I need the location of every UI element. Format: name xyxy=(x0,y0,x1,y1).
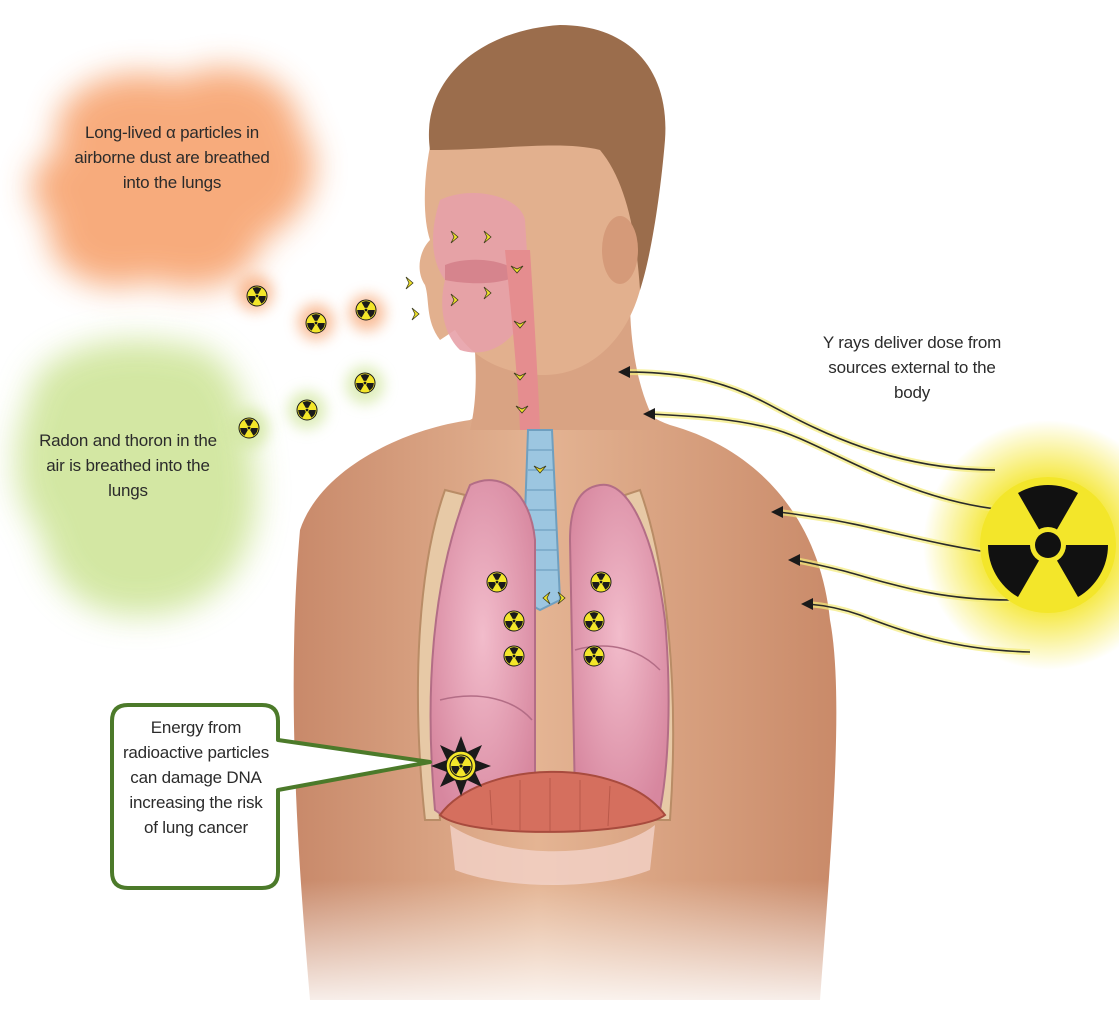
starburst-icon xyxy=(431,736,491,796)
dna-damage-label: Energy from radioactive particles can da… xyxy=(122,715,270,840)
gamma-rays-label: Y rays deliver dose from sources externa… xyxy=(822,330,1002,405)
alpha-particles-label: Long-lived α particles in airborne dust … xyxy=(72,120,272,195)
radon-thoron-label: Radon and thoron in the air is breathed … xyxy=(38,428,218,503)
human-body xyxy=(280,25,860,1021)
radiation-trefoil-icon xyxy=(980,477,1116,613)
alpha-dust-cloud xyxy=(32,68,385,340)
